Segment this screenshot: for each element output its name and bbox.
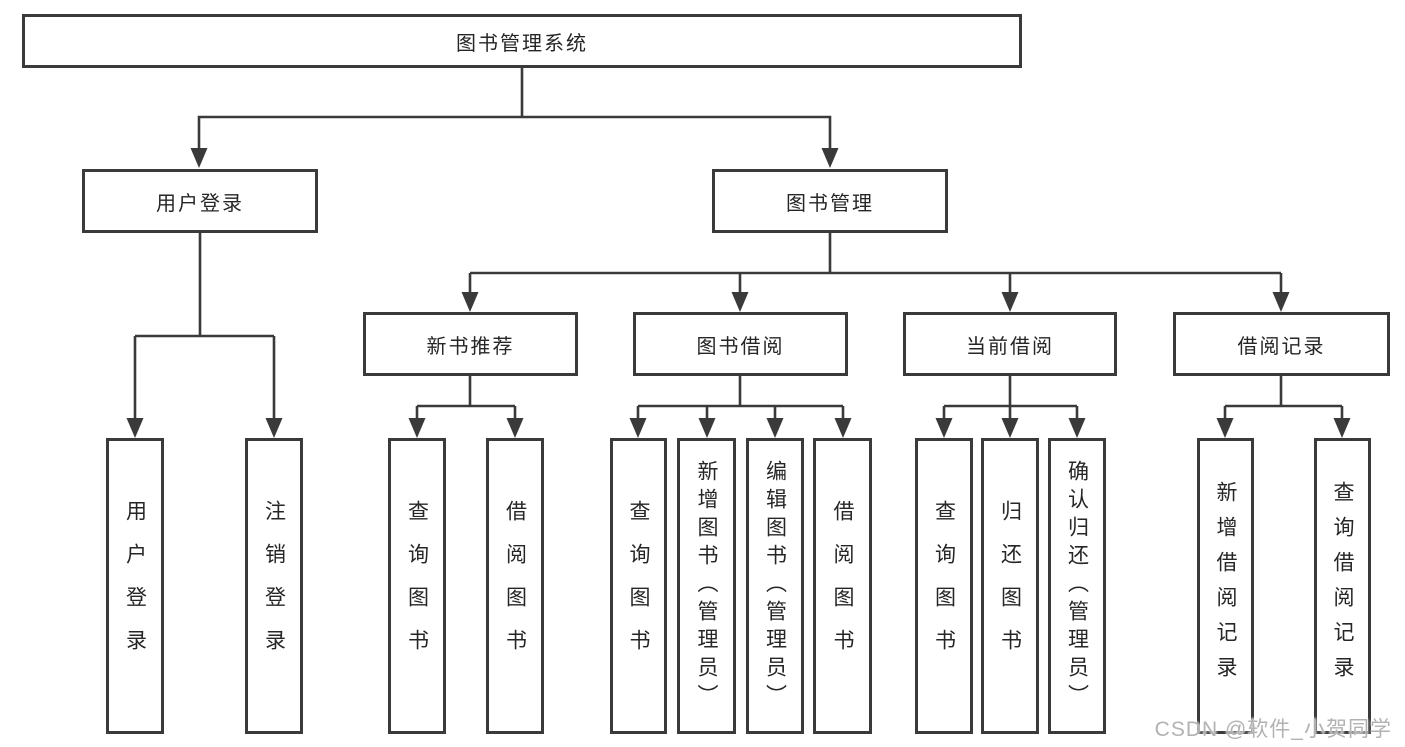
leaf-current-query-label: 查询图书	[932, 500, 956, 672]
leaf-newbooks-query-label: 查询图书	[405, 500, 429, 672]
leaf-return-book-label: 归还图书	[998, 500, 1022, 672]
leaf-current-query: 查询图书	[915, 438, 973, 734]
leaf-query-borrow-record-label: 查询借阅记录	[1331, 481, 1354, 691]
leaf-edit-book-admin-label: 编辑图书（管理员）	[763, 460, 787, 712]
node-new-book-recommend: 新书推荐	[363, 312, 578, 376]
connector-userlogin-split	[133, 233, 276, 419]
leaf-borrowing-query-label: 查询图书	[627, 500, 650, 672]
arrow-leaf-11	[1068, 418, 1086, 438]
arrow-to-records	[1272, 292, 1290, 312]
arrow-to-current	[1001, 292, 1019, 312]
connector-bookmgmt-rail	[468, 233, 1283, 293]
arrow-leaf-6	[698, 418, 716, 438]
leaf-return-book: 归还图书	[981, 438, 1039, 734]
leaf-add-book-admin: 新增图书（管理员）	[677, 438, 736, 734]
node-user-login: 用户登录	[82, 169, 318, 233]
arrow-leaf-7	[766, 418, 784, 438]
arrow-leaf-9	[935, 418, 953, 438]
arrow-to-borrowing	[731, 292, 749, 312]
leaf-edit-book-admin: 编辑图书（管理员）	[746, 438, 804, 734]
leaf-add-book-admin-label: 新增图书（管理员）	[695, 460, 718, 712]
leaf-add-borrow-record-label: 新增借阅记录	[1214, 481, 1237, 691]
leaf-user-login-label: 用户登录	[123, 500, 147, 672]
arrow-leaf-3	[408, 418, 426, 438]
arrowheads	[126, 148, 1351, 438]
leaf-newbooks-borrow: 借阅图书	[486, 438, 544, 734]
connector-root-rail	[197, 115, 832, 149]
leaf-query-borrow-record: 查询借阅记录	[1314, 438, 1371, 734]
leaf-newbooks-borrow-label: 借阅图书	[503, 500, 527, 672]
node-borrowing-records: 借阅记录	[1173, 312, 1390, 376]
arrow-leaf-4	[506, 418, 524, 438]
connector-borrowing-split	[636, 376, 845, 419]
arrow-leaf-2	[265, 418, 283, 438]
leaf-add-borrow-record: 新增借阅记录	[1197, 438, 1254, 734]
node-book-management: 图书管理	[712, 169, 948, 233]
leaf-logout: 注销登录	[245, 438, 303, 734]
leaf-confirm-return-admin: 确认归还（管理员）	[1048, 438, 1106, 734]
arrow-to-bookmgmt	[821, 148, 839, 168]
arrow-leaf-12	[1216, 418, 1234, 438]
arrow-leaf-5	[629, 418, 647, 438]
arrow-leaf-13	[1333, 418, 1351, 438]
leaf-borrowing-query: 查询图书	[610, 438, 667, 734]
connector-newbooks-split	[415, 376, 517, 419]
leaf-borrow-book-label: 借阅图书	[831, 500, 854, 672]
node-root-system: 图书管理系统	[22, 14, 1022, 68]
arrow-leaf-8	[834, 418, 852, 438]
connector-current-split	[942, 376, 1079, 419]
arrow-leaf-10	[1001, 418, 1019, 438]
connector-records-split	[1223, 376, 1344, 419]
node-book-borrowing: 图书借阅	[633, 312, 848, 376]
leaf-borrow-book: 借阅图书	[813, 438, 872, 734]
leaf-confirm-return-admin-label: 确认归还（管理员）	[1065, 460, 1089, 712]
leaf-user-login: 用户登录	[106, 438, 164, 734]
arrow-to-userlogin	[190, 148, 208, 168]
leaf-newbooks-query: 查询图书	[388, 438, 446, 734]
node-current-borrowing: 当前借阅	[903, 312, 1117, 376]
arrow-leaf-1	[126, 418, 144, 438]
watermark: CSDN @软件_小贺同学	[1154, 718, 1392, 741]
leaf-logout-label: 注销登录	[262, 500, 286, 672]
arrow-to-newbooks	[461, 292, 479, 312]
